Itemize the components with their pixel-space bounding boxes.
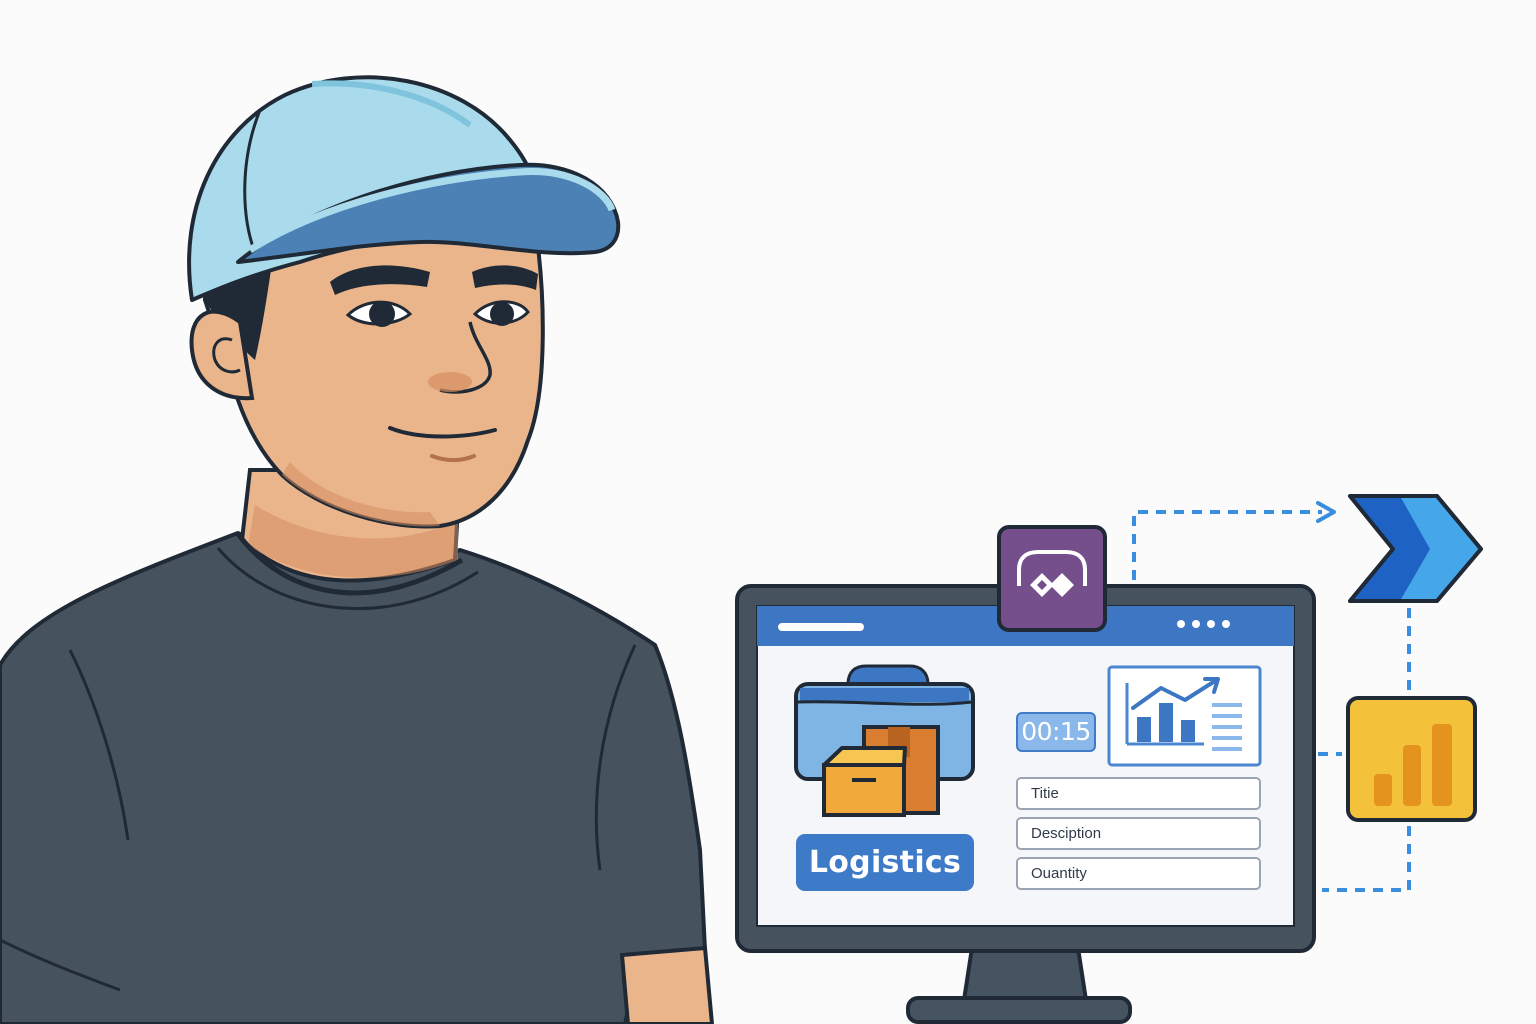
title-field[interactable]: Titie [1016,777,1261,810]
arm [619,945,715,1024]
left-eye [369,301,395,327]
nose [439,321,492,394]
mouth [388,426,497,439]
right-eye [490,302,514,326]
ear [189,309,255,401]
window-dots-icon [1177,620,1185,628]
right-eyebrow [472,265,538,290]
monitor-base [906,996,1132,1024]
description-field[interactable]: Desciption [1016,817,1261,850]
power-apps-icon [997,525,1107,632]
logistics-button[interactable]: Logistics [796,834,974,891]
collar [236,532,464,596]
quantity-field[interactable]: Ouantity [1016,857,1261,890]
tshirt [0,531,707,1024]
left-eyebrow [330,265,430,295]
package-boxes-icon [794,664,975,817]
arrow-head-icon [1316,501,1336,523]
worker-figure [0,75,715,1024]
trend-chart-icon [1107,665,1262,767]
cap-brim [236,162,621,264]
power-bi-icon [1346,696,1477,822]
power-automate-icon [1348,494,1483,603]
timer-display: 00:15 [1016,712,1096,752]
